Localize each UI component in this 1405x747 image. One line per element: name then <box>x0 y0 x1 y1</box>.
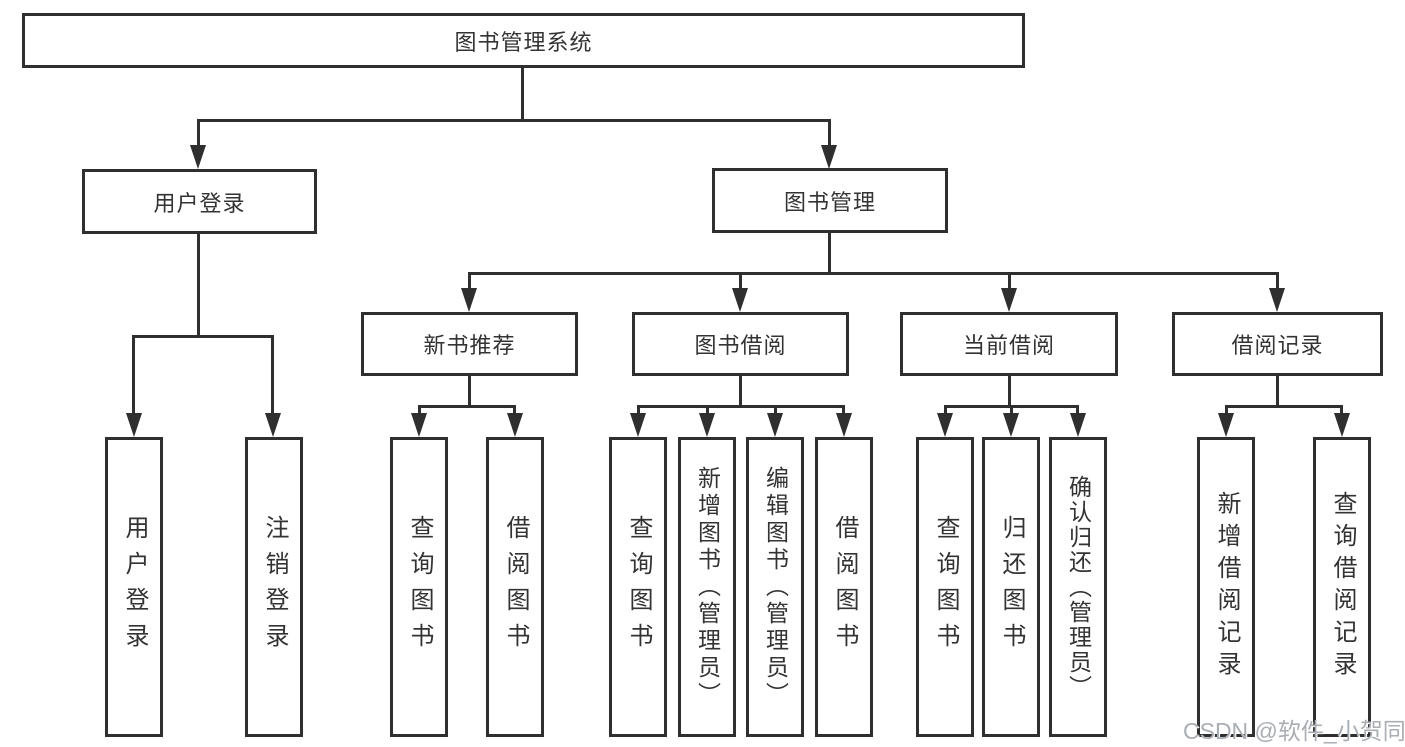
connector-line <box>842 405 845 417</box>
connector-line <box>1008 376 1011 407</box>
connector-line <box>739 376 742 407</box>
connector-line <box>828 233 831 275</box>
leaf-edit-book-admin: 编辑图书（管理员） <box>746 437 804 737</box>
connector-line <box>774 405 777 417</box>
connector-arrowhead-icon <box>190 145 206 169</box>
node-label: 当前借阅 <box>962 333 1055 358</box>
connector-line <box>513 405 516 417</box>
connector-arrowhead-icon <box>126 413 142 437</box>
connector-arrowhead-icon <box>699 413 715 437</box>
node-label: 借阅图书 <box>502 515 529 659</box>
node-label: 查询图书 <box>932 515 959 659</box>
connector-line <box>1340 405 1343 417</box>
node-label: 图书管理 <box>783 189 876 215</box>
connector-arrowhead-icon <box>411 413 427 437</box>
node-label: 查询借阅记录 <box>1329 491 1356 683</box>
node-label: 借阅图书 <box>831 515 858 659</box>
connector-line <box>739 272 742 290</box>
connector-arrowhead-icon <box>630 413 646 437</box>
connector-arrowhead-icon <box>1269 288 1285 312</box>
node-new-book-recommend: 新书推荐 <box>361 312 578 376</box>
connector-line <box>828 119 831 147</box>
connector-line <box>944 405 947 417</box>
node-label: 借阅记录 <box>1231 333 1324 358</box>
connector-arrowhead-icon <box>937 413 953 437</box>
node-label: 注销登录 <box>261 515 288 659</box>
connector-arrowhead-icon <box>836 413 852 437</box>
connector-arrowhead-icon <box>265 413 281 437</box>
node-label: 新书推荐 <box>423 333 516 358</box>
connector-line <box>132 335 135 415</box>
node-label: 新增借阅记录 <box>1213 491 1240 683</box>
node-label: 查询图书 <box>625 515 652 659</box>
connector-line <box>197 119 831 122</box>
connector-line <box>706 405 709 417</box>
leaf-borrow-books: 借阅图书 <box>815 437 873 737</box>
connector-line <box>637 405 640 417</box>
leaf-add-book-admin: 新增图书（管理员） <box>678 437 736 737</box>
leaf-query-books-borrow: 查询图书 <box>609 437 667 737</box>
connector-arrowhead-icon <box>767 413 783 437</box>
node-book-borrow: 图书借阅 <box>632 312 849 376</box>
connector-arrowhead-icon <box>507 413 523 437</box>
connector-arrowhead-icon <box>1001 288 1017 312</box>
leaf-add-borrow-record: 新增借阅记录 <box>1197 437 1255 737</box>
connector-arrowhead-icon <box>1218 413 1234 437</box>
connector-line <box>1225 405 1343 408</box>
node-book-management: 图书管理 <box>712 168 948 233</box>
leaf-logout-login: 注销登录 <box>245 437 303 737</box>
connector-line <box>468 272 471 290</box>
connector-line <box>468 272 1279 275</box>
leaf-borrow-books-recommend: 借阅图书 <box>486 437 544 737</box>
connector-line <box>418 405 421 417</box>
connector-arrowhead-icon <box>821 145 837 169</box>
connector-line <box>418 405 516 408</box>
connector-line <box>271 335 274 415</box>
node-label: 用户登录 <box>153 190 246 216</box>
connector-line <box>1008 272 1011 290</box>
connector-arrowhead-icon <box>1003 413 1019 437</box>
connector-line <box>197 234 200 338</box>
connector-arrowhead-icon <box>461 288 477 312</box>
leaf-user-login: 用户登录 <box>105 437 163 737</box>
connector-line <box>637 405 845 408</box>
leaf-query-books-current: 查询图书 <box>916 437 974 737</box>
node-label: 查询图书 <box>406 515 433 659</box>
leaf-query-books-recommend: 查询图书 <box>390 437 448 737</box>
connector-line <box>197 119 200 147</box>
connector-line <box>1076 405 1079 417</box>
node-label: 图书借阅 <box>694 333 787 358</box>
node-label: 用户登录 <box>121 515 148 659</box>
node-borrow-records: 借阅记录 <box>1172 312 1383 376</box>
connector-arrowhead-icon <box>1070 413 1086 437</box>
node-library-management-system: 图书管理系统 <box>22 13 1025 68</box>
node-current-borrow: 当前借阅 <box>900 312 1118 376</box>
connector-line <box>468 376 471 407</box>
leaf-confirm-return-admin: 确认归还（管理员） <box>1049 437 1107 737</box>
node-label: 归还图书 <box>998 515 1025 659</box>
csdn-watermark: CSDN @软件_小贺同学 <box>1183 718 1405 744</box>
connector-line <box>521 68 524 122</box>
node-label: 确认归还（管理员） <box>1065 474 1092 700</box>
connector-arrowhead-icon <box>732 288 748 312</box>
leaf-query-borrow-record: 查询借阅记录 <box>1313 437 1371 737</box>
node-label: 编辑图书（管理员） <box>762 465 789 709</box>
connector-line <box>1276 376 1279 407</box>
connector-line <box>132 335 274 338</box>
connector-line <box>1225 405 1228 417</box>
connector-line <box>1276 272 1279 290</box>
node-label: 新增图书（管理员） <box>694 465 721 709</box>
node-user-login: 用户登录 <box>82 169 317 234</box>
node-label: 图书管理系统 <box>454 29 593 55</box>
leaf-return-book: 归还图书 <box>982 437 1040 737</box>
connector-arrowhead-icon <box>1334 413 1350 437</box>
connector-line <box>1010 405 1013 417</box>
